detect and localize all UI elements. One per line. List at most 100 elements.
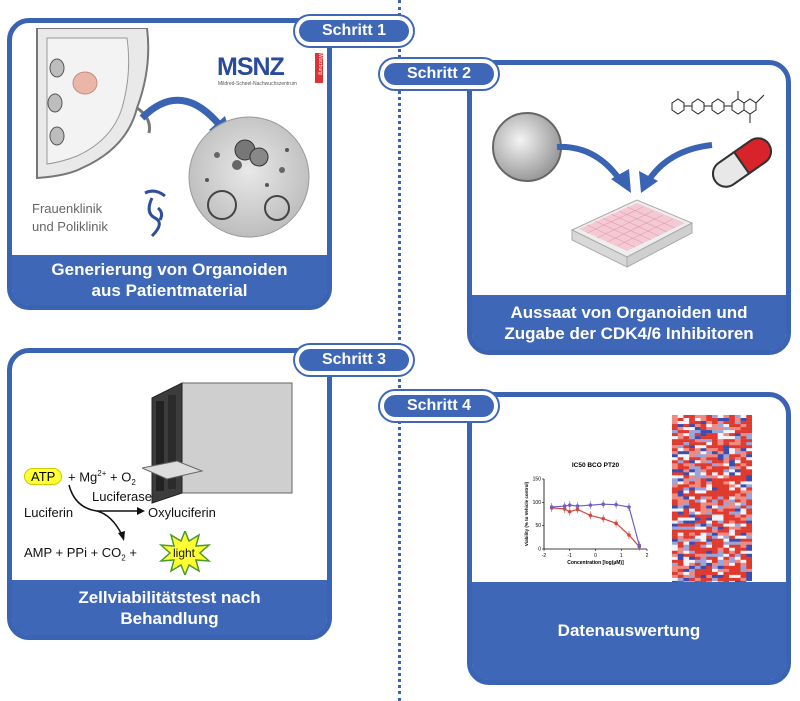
- heatmap-cell: [746, 454, 752, 458]
- heatmap-cell: [746, 496, 752, 500]
- y-axis-label: Viability (% to Vehicle control): [524, 481, 529, 546]
- heatmap-cell: [717, 553, 724, 558]
- heatmap-cell: [734, 421, 741, 425]
- heatmap-cell: [700, 451, 707, 455]
- heatmap-cell: [683, 466, 690, 470]
- heatmap-cell: [694, 421, 701, 425]
- heatmap-cell: [700, 472, 707, 476]
- heatmap-cell: [672, 475, 678, 479]
- heatmap-cell: [746, 559, 752, 564]
- heatmap-cell: [746, 436, 752, 440]
- heatmap-cell: [717, 511, 724, 515]
- heatmap-cell: [683, 574, 690, 579]
- heatmap-cell: [677, 544, 684, 548]
- heatmap-cell: [689, 514, 696, 518]
- heatmap-cell: [689, 568, 696, 573]
- heatmap-cell: [734, 466, 741, 470]
- heatmap-cell: [717, 448, 724, 452]
- heatmap-cell: [717, 484, 724, 488]
- x-tick-label: -1: [568, 553, 573, 559]
- heatmap-cell: [729, 571, 736, 576]
- heatmap-cell: [700, 445, 707, 449]
- heatmap-cell: [689, 511, 696, 515]
- heatmap-cell: [729, 538, 736, 542]
- heatmap-cell: [677, 493, 684, 497]
- step3-caption-line1: Zellviabilitätstest nach: [78, 587, 261, 607]
- heatmap-cell: [689, 553, 696, 558]
- heatmap-cell: [723, 439, 730, 443]
- heatmap-cell: [740, 517, 747, 521]
- heatmap-cell: [712, 505, 718, 509]
- heatmap-cell: [683, 553, 690, 558]
- heatmap-cell: [746, 508, 752, 512]
- heatmap-cell: [717, 523, 724, 527]
- heatmap-cell: [734, 469, 741, 473]
- heatmap-cell: [677, 568, 684, 573]
- heatmap-cell: [712, 442, 718, 446]
- heatmap-cell: [672, 427, 678, 431]
- heatmap-cell: [746, 517, 752, 521]
- heatmap-cell: [677, 463, 684, 467]
- step1-tab: Schritt 1: [295, 16, 413, 46]
- heatmap-cell: [683, 538, 690, 542]
- heatmap-cell: [746, 490, 752, 494]
- heatmap-cell: [683, 457, 690, 461]
- heatmap-cell: [706, 556, 713, 561]
- heatmap-cell: [723, 481, 730, 485]
- heatmap-cell: [694, 466, 701, 470]
- heatmap-cell: [694, 514, 701, 518]
- light-burst-icon: [158, 531, 212, 575]
- heatmap-cell: [729, 481, 736, 485]
- heatmap-cell: [672, 556, 678, 561]
- heatmap-cell: [723, 424, 730, 428]
- heatmap-cell: [689, 415, 696, 419]
- heatmap-cell: [694, 547, 701, 551]
- heatmap-cell: [740, 451, 747, 455]
- msnz-logo: MSNZ: [217, 53, 285, 81]
- heatmap-cell: [729, 469, 736, 473]
- heatmap-cell: [672, 505, 678, 509]
- heatmap-cell: [712, 436, 718, 440]
- heatmap-cell: [734, 418, 741, 422]
- heatmap-cell: [700, 556, 707, 561]
- clinic-name-line2: und Poliklinik: [32, 219, 108, 234]
- heatmap-cell: [746, 484, 752, 488]
- reaction-reactants: + Mg2+ + O2: [68, 469, 136, 487]
- heatmap-cell: [700, 571, 707, 576]
- heatmap-cell: [694, 520, 701, 524]
- heatmap-cell: [729, 568, 736, 573]
- heatmap-cell: [712, 499, 718, 503]
- heatmap-cell: [712, 493, 718, 497]
- heatmap-cell: [689, 574, 696, 579]
- heatmap-cell: [706, 490, 713, 494]
- heatmap-cell: [746, 553, 752, 558]
- heatmap-cell: [740, 472, 747, 476]
- heatmap-cell: [734, 574, 741, 579]
- heatmap-cell: [689, 439, 696, 443]
- heatmap-cell: [677, 532, 684, 536]
- heatmap-cell: [672, 565, 678, 570]
- step2-caption-line2: Zugabe der CDK4/6 Inhibitoren: [504, 323, 754, 343]
- heatmap-cell: [746, 556, 752, 561]
- heatmap-cell: [700, 514, 707, 518]
- heatmap-cell: [717, 577, 724, 582]
- heatmap-cell: [677, 565, 684, 570]
- heatmap-cell: [677, 517, 684, 521]
- step1-caption-line1: Generierung von Organoiden: [51, 260, 288, 279]
- heatmap-cell: [677, 508, 684, 512]
- heatmap-cell: [712, 421, 718, 425]
- heatmap-cell: [729, 472, 736, 476]
- heatmap-cell: [723, 547, 730, 551]
- heatmap-cell: [672, 442, 678, 446]
- heatmap-cell: [740, 481, 747, 485]
- heatmap-cell: [723, 502, 730, 506]
- heatmap-cell: [706, 520, 713, 524]
- heatmap-cell: [672, 553, 678, 558]
- heatmap-cell: [677, 430, 684, 434]
- heatmap-cell: [734, 430, 741, 434]
- organoid-microscopy-image: [188, 116, 310, 238]
- heatmap-cell: [729, 445, 736, 449]
- heatmap-cell: [706, 565, 713, 570]
- heatmap-cell: [694, 499, 701, 503]
- heatmap-cell: [740, 559, 747, 564]
